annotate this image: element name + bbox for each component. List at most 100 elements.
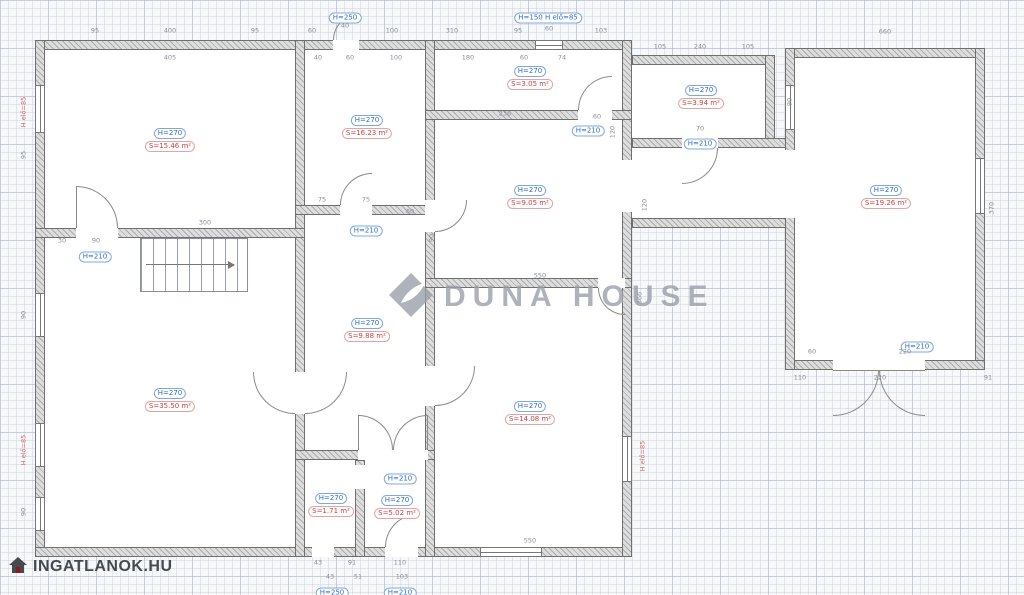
dimension-label: 405 <box>163 53 177 62</box>
height-label-pill: H=210 <box>683 138 717 150</box>
dimension-label: 60 <box>519 53 529 62</box>
room-height-label: H=270 <box>513 401 547 412</box>
dimension-label: 400 <box>163 26 177 35</box>
window-left-1 <box>35 85 45 133</box>
height-label-pill: H=210 <box>383 473 417 485</box>
dimension-label: 105 <box>653 42 667 51</box>
dimension-label: 110 <box>793 373 807 382</box>
wall-small-rooms-divider <box>355 460 365 557</box>
room-height-label: H=270 <box>684 85 718 96</box>
room-area-label: S=9.88 m² <box>344 331 390 342</box>
door-leaf-right-room-left <box>833 370 879 371</box>
wall-h-left-rooms <box>35 228 305 238</box>
window-left-3 <box>35 423 45 467</box>
watermark-text: DUNA HOUSE <box>444 280 715 313</box>
dimension-label: 75 <box>317 195 327 204</box>
room-height-label: H=270 <box>380 495 414 506</box>
staircase-direction-arrow <box>146 261 235 269</box>
height-label: H=210 <box>900 334 934 353</box>
door-leaf-small-rooms-right <box>427 415 428 450</box>
wall-h-col3-lower <box>425 278 632 288</box>
dimension-label: 660 <box>878 27 892 36</box>
watermark: DUNA HOUSE <box>388 272 715 322</box>
room-height-label: H=270 <box>513 185 547 196</box>
dimension-label: 103 <box>395 572 409 581</box>
height-label: H=150 H elő=85 <box>514 5 582 24</box>
dimension-label: 40 <box>340 21 350 30</box>
dimension-label: 91 <box>347 558 357 567</box>
window-right-main <box>622 436 632 482</box>
dimension-label: 74 <box>557 53 567 62</box>
dimension-label: 75 <box>361 195 371 204</box>
window-right-room-left <box>785 85 795 130</box>
room-area-label: S=5.02 m² <box>374 508 420 519</box>
door-opening-top-entry <box>333 40 359 50</box>
wall-vertical-1 <box>295 40 305 557</box>
dimension-label: 310 <box>445 26 459 35</box>
room-height-label: H=270 <box>350 318 384 329</box>
dimension-label: 60 <box>544 24 554 33</box>
door-opening-right-room-double <box>833 360 925 370</box>
window-bottom <box>480 547 542 557</box>
height-label-pill: H=250 <box>328 12 362 24</box>
house-icon <box>8 556 28 578</box>
door-leaf-topleft-room <box>76 186 77 228</box>
height-label: H=250 <box>328 5 362 24</box>
door-opening-col3-room <box>425 200 435 232</box>
dimension-label: 105 <box>741 42 755 51</box>
dimension-label: 103 <box>594 26 608 35</box>
window-left-4 <box>35 497 45 531</box>
dimension-label: 95 <box>90 26 100 35</box>
height-label-pill: H=210 <box>383 587 417 595</box>
room-area-label: S=16.23 m² <box>341 128 393 139</box>
height-label: H=250 <box>315 580 349 595</box>
site-logo: INGATLANOK.HU <box>8 556 173 578</box>
door-opening-bottomright-room <box>425 366 435 406</box>
room-area-label: S=14.08 m² <box>504 414 556 425</box>
dimension-label: 91 <box>983 373 993 382</box>
door-opening-topleft-room <box>76 228 118 238</box>
dimension-label: 90 <box>19 310 28 320</box>
height-label-pill: H=210 <box>349 225 383 237</box>
dimension-label: 30 <box>57 236 67 245</box>
room-area-label: S=3.94 m² <box>678 98 724 109</box>
dimension-label: 550 <box>533 271 547 280</box>
site-logo-text: INGATLANOK.HU <box>33 558 173 575</box>
door-opening-bottom-left <box>312 547 334 557</box>
height-label-pill: H=210 <box>78 251 112 263</box>
height-label: H=210 <box>571 118 605 137</box>
dimension-label: 370 <box>987 201 996 215</box>
room-height-label: H=270 <box>153 388 187 399</box>
dimension-label: H elő=85 <box>19 96 28 128</box>
dimension-label: 120 <box>640 198 649 212</box>
door-opening-bottom-wall <box>385 547 418 557</box>
door-opening-small-top-room <box>578 110 612 120</box>
wall-h-col3-upper <box>425 110 632 120</box>
window-left-2 <box>35 293 45 337</box>
height-label: H=210 <box>383 466 417 485</box>
interior-main-block <box>35 40 632 557</box>
door-opening-col3-lower <box>598 278 625 288</box>
height-label: H=210 <box>683 131 717 150</box>
dimension-label: 90 <box>91 236 101 245</box>
staircase <box>140 238 248 292</box>
dimension-label: 60 <box>592 112 602 121</box>
door-opening-middle-room-top <box>340 205 372 215</box>
dimension-label: 60 <box>307 26 317 35</box>
dimension-label: 90 <box>785 97 794 107</box>
dimension-label: 43 <box>325 572 335 581</box>
dimension-label: 70 <box>695 124 705 133</box>
dimension-label: 60 <box>405 207 415 216</box>
dimension-label: 43 <box>313 558 323 567</box>
room-height-label: H=270 <box>350 115 384 126</box>
height-label: H=210 <box>383 580 417 595</box>
dimension-label: 95 <box>19 150 28 160</box>
